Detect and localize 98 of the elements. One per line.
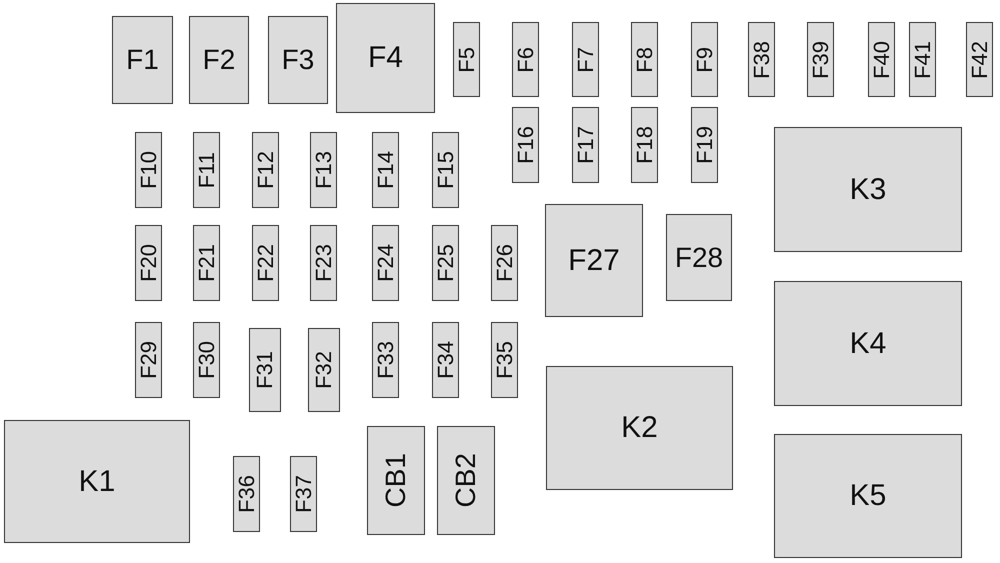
fuse-label: F37	[292, 475, 314, 513]
fuse-label: F36	[236, 475, 258, 513]
circuit-breaker	[367, 426, 425, 535]
fuse-label: F17	[574, 126, 596, 164]
fuse	[310, 225, 337, 301]
fuse	[691, 22, 718, 97]
relay-label: K3	[850, 174, 886, 204]
fuse	[909, 22, 936, 97]
fuse	[252, 132, 279, 208]
fuse	[193, 132, 220, 208]
fuse	[572, 107, 599, 183]
fuse	[193, 322, 220, 398]
fuse-label: F11	[196, 152, 218, 188]
fuse	[807, 22, 834, 97]
fuse	[135, 225, 162, 301]
fuse	[631, 107, 658, 183]
fuse-label: F14	[374, 151, 396, 189]
relay	[546, 366, 733, 490]
fuse	[372, 322, 399, 398]
fuse	[545, 204, 643, 317]
fuse-label: F23	[312, 244, 334, 282]
circuit-breaker-label: CB2	[452, 453, 480, 508]
fuse-label: F1	[126, 46, 159, 74]
fuse-label: F16	[514, 126, 536, 164]
fuse	[432, 322, 459, 398]
fuse	[135, 322, 162, 398]
fuse	[631, 22, 658, 97]
fuse	[748, 22, 775, 97]
fuse-label: F40	[870, 40, 892, 78]
fuse	[432, 132, 459, 208]
fuse	[691, 107, 718, 183]
fuse-label: F41	[912, 40, 934, 78]
fuse-label: F33	[374, 341, 396, 379]
fuse-label: F26	[494, 244, 516, 282]
fuse-label: F4	[368, 43, 403, 73]
relay	[4, 420, 190, 543]
relay-label: K2	[621, 413, 658, 443]
fuse	[193, 225, 220, 301]
fuse	[372, 225, 399, 301]
fuse-label: F22	[254, 244, 276, 282]
fuse	[249, 328, 281, 412]
fuse-label: F42	[968, 40, 990, 78]
fuse	[372, 132, 399, 208]
fuse	[135, 132, 162, 208]
fuse-label: F5	[456, 46, 478, 72]
circuit-breaker	[437, 426, 495, 535]
fuse	[966, 22, 993, 97]
fuse-label: F3	[282, 46, 314, 74]
relay	[774, 127, 962, 252]
fuse-label: F34	[434, 341, 456, 379]
fuse-label: F28	[674, 244, 724, 272]
circuit-breaker-label: CB1	[382, 453, 410, 508]
fuse-label: F24	[374, 244, 396, 282]
fuse-label: F15	[434, 151, 456, 189]
fuse-label: F27	[568, 246, 620, 276]
fuse	[491, 225, 518, 301]
relay-label: K1	[78, 466, 116, 496]
fuse	[572, 22, 599, 97]
fuse-label: F30	[196, 341, 218, 379]
fuse-label: F12	[254, 151, 276, 189]
fuse-label: F7	[574, 46, 596, 72]
fuse	[268, 16, 328, 104]
fuse-label: F19	[694, 126, 716, 164]
fuse	[666, 214, 732, 301]
relay	[774, 281, 962, 406]
fuse	[491, 322, 518, 398]
relay-label: K4	[850, 328, 886, 358]
fuse-label: F20	[138, 244, 160, 282]
fuse	[512, 107, 539, 183]
fuse	[453, 22, 480, 97]
fuse-label: F2	[202, 46, 236, 74]
relay-label: K5	[850, 481, 886, 511]
fuse-label: F29	[138, 341, 160, 379]
fuse	[512, 22, 539, 97]
fuse-label: F32	[313, 351, 335, 389]
fuse	[432, 225, 459, 301]
fuse-label: F31	[254, 351, 276, 389]
fuse-label: F21	[196, 244, 218, 282]
fuse-label: F8	[634, 46, 656, 72]
fuse-label: F39	[810, 40, 832, 78]
fuse	[233, 456, 260, 532]
fuse-label: F9	[694, 46, 716, 72]
fuse-label: F13	[312, 151, 334, 189]
fuse	[310, 132, 337, 208]
fuse	[189, 16, 249, 104]
fuse	[336, 3, 435, 113]
fuse	[308, 328, 340, 412]
fuse-label: F18	[634, 126, 656, 164]
relay	[774, 434, 962, 558]
fuse	[252, 225, 279, 301]
fuse-label: F25	[434, 244, 456, 282]
fuse	[290, 456, 317, 532]
fuse-label: F6	[514, 46, 536, 72]
fuse	[112, 16, 173, 104]
fuse	[868, 22, 895, 97]
fuse-label: F38	[750, 40, 772, 78]
fuse-label: F10	[138, 151, 160, 189]
fuse-label: F35	[494, 341, 516, 379]
